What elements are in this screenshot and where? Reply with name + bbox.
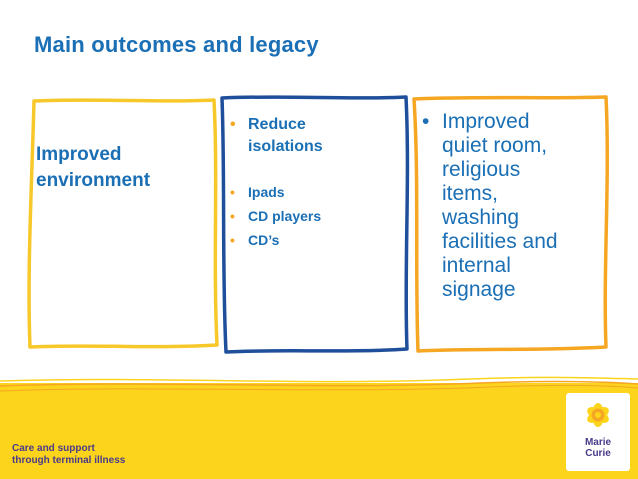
list-item-cd-players: • CD players	[230, 206, 400, 226]
footer-band	[0, 383, 638, 479]
tagline-line: through terminal illness	[12, 455, 126, 466]
logo-text: Marie Curie	[566, 437, 630, 459]
footer-tagline: Care and support through terminal illnes…	[12, 443, 125, 467]
list-item-text: CD’s	[248, 232, 280, 248]
box-isolation-border	[220, 95, 410, 354]
list-item-line: Improved	[442, 110, 530, 133]
box-environment-line: environment	[36, 170, 151, 191]
bullet-icon: •	[230, 184, 235, 200]
bullet-icon: •	[230, 208, 235, 224]
daffodil-icon	[587, 403, 609, 427]
bullet-icon: •	[230, 232, 235, 248]
logo-line: Marie	[584, 437, 612, 448]
list-item-text: Reduce	[248, 116, 306, 133]
list-item-line: signage	[442, 278, 516, 301]
list-item-text: CD players	[248, 208, 322, 224]
box-environment-border	[27, 98, 219, 349]
list-item-text: Ipads	[248, 184, 285, 200]
list-item-ipads: • Ipads	[230, 182, 400, 202]
list-item-facilities: • Improved quiet room, religious items, …	[422, 110, 597, 302]
list-item-line: facilities and	[442, 230, 558, 253]
facilities-list: • Improved quiet room, religious items, …	[422, 110, 597, 302]
box-facilities-border	[412, 95, 610, 353]
slide-title: Main outcomes and legacy	[34, 32, 319, 57]
list-item-line: internal	[442, 254, 511, 277]
footer-wave-line	[0, 384, 638, 392]
bullet-icon: •	[422, 110, 430, 133]
box-environment-text: Improved environment	[36, 142, 196, 194]
footer-wave-line	[0, 380, 638, 387]
footer-wave-lines	[0, 376, 638, 392]
isolation-list: • Reduce isolations • Ipads • CD players…	[230, 114, 400, 254]
bullet-icon: •	[230, 116, 236, 133]
list-item-cds: • CD’s	[230, 230, 400, 250]
tagline-line: Care and support	[12, 443, 95, 454]
footer-wave-line	[0, 376, 638, 383]
list-item-line: quiet room,	[442, 134, 548, 157]
list-item-text: isolations	[248, 138, 323, 155]
list-item-line: religious	[442, 158, 521, 181]
marie-curie-logo: Marie Curie	[566, 393, 630, 471]
box-environment-line: Improved	[36, 144, 122, 165]
list-item-line: washing	[442, 206, 520, 229]
logo-line: Curie	[585, 448, 611, 459]
list-item-reduce-isolations: • Reduce isolations	[230, 114, 400, 158]
list-item-line: items,	[442, 182, 499, 205]
